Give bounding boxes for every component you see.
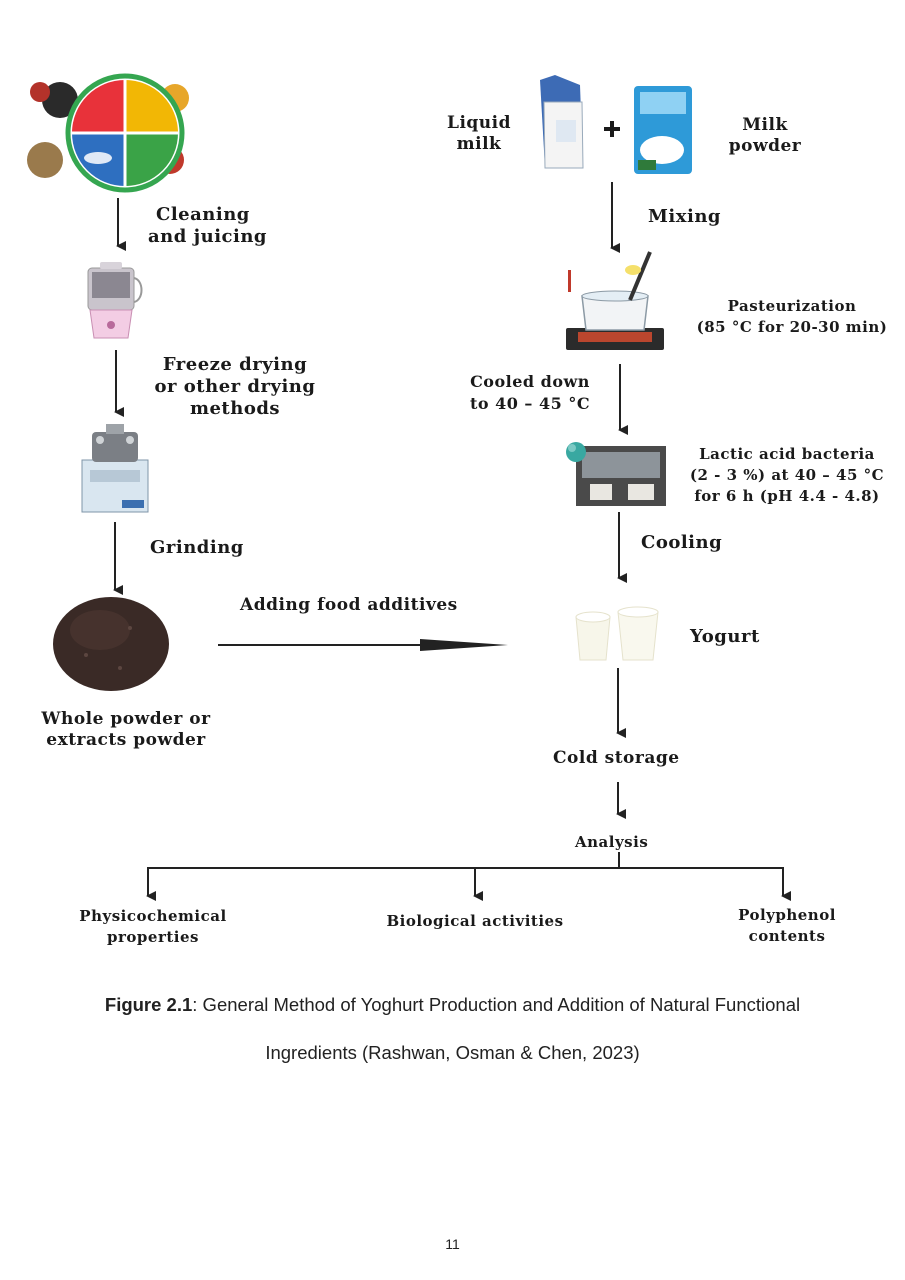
milk-powder-bag-icon — [634, 86, 692, 174]
powder-pile-icon — [53, 597, 169, 691]
blender-icon — [87, 262, 143, 339]
text-line: Cooled down — [470, 372, 590, 391]
outcome-polyphenol-label: Polyphenol contents — [712, 905, 862, 947]
text-line: Mixing — [648, 206, 722, 227]
text-line: Cold storage — [553, 748, 680, 768]
powder-product-label: Whole powder or extracts powder — [26, 709, 226, 751]
plus-sign — [604, 121, 620, 137]
text-line: extracts powder — [46, 730, 206, 750]
text-line: Lactic acid bacteria — [699, 445, 875, 463]
food-plate-icon — [27, 73, 189, 193]
text-line: Yogurt — [690, 626, 760, 647]
text-line: milk — [456, 134, 502, 154]
text-line: Biological activities — [386, 912, 564, 930]
outcome-physicochemical-label: Physicochemical properties — [48, 906, 258, 948]
text-line: Physicochemical — [79, 907, 227, 925]
step-cooling-label: Cooling — [641, 532, 722, 554]
text-line: methods — [189, 398, 281, 419]
yogurt-cups-icon — [575, 606, 659, 661]
text-line: Cooling — [641, 532, 723, 553]
text-line: powder — [728, 136, 802, 156]
text-line: Pasteurization — [727, 297, 857, 315]
text-line: properties — [107, 928, 199, 946]
text-line: Polyphenol — [738, 906, 836, 924]
pasteurization-icon — [566, 251, 664, 350]
text-line: Milk — [742, 115, 788, 135]
text-line: (85 °C for 20-30 min) — [696, 318, 888, 336]
figure-caption: Figure 2.1: General Method of Yoghurt Pr… — [0, 994, 905, 1016]
yogurt-label: Yogurt — [690, 626, 760, 648]
adding-additives-label: Adding food additives — [240, 595, 458, 616]
cold-storage-label: Cold storage — [553, 748, 680, 769]
text-line: and juicing — [148, 226, 268, 247]
text-line: Whole powder or — [41, 709, 211, 729]
text-line: Liquid — [446, 113, 511, 133]
text-line: (2 - 3 %) at 40 – 45 °C — [689, 466, 885, 484]
step-freeze-drying-label: Freeze drying or other drying methods — [140, 354, 330, 420]
text-line: Freeze drying — [162, 354, 308, 375]
step-pasteurization-label: Pasteurization (85 °C for 20-30 min) — [690, 296, 894, 338]
figure-caption-line1: : General Method of Yoghurt Production a… — [192, 994, 801, 1015]
text-line: Grinding — [150, 537, 244, 558]
milk-powder-label: Milk powder — [715, 115, 815, 157]
step-grinding-label: Grinding — [150, 537, 244, 559]
milk-carton-icon — [540, 75, 584, 169]
figure-caption-continued: Ingredients (Rashwan, Osman & Chen, 2023… — [0, 1042, 905, 1064]
text-line: or other drying — [154, 376, 316, 397]
analysis-branch-connector — [146, 852, 791, 901]
page-number: 11 — [445, 1236, 460, 1252]
freeze-dryer-icon — [81, 424, 149, 513]
step-lactic-bacteria-label: Lactic acid bacteria (2 - 3 %) at 40 – 4… — [682, 444, 892, 507]
text-line: to 40 – 45 °C — [469, 394, 591, 413]
arrow-powder-to-yogurt — [218, 639, 508, 651]
text-line: contents — [748, 927, 826, 945]
text-line: Cleaning — [156, 204, 250, 225]
step-cleaning-label: Cleaning and juicing — [148, 204, 267, 248]
step-cooled-down-label: Cooled down to 40 – 45 °C — [452, 371, 608, 415]
outcome-biological-label: Biological activities — [360, 911, 590, 932]
figure-caption-label: Figure 2.1 — [104, 994, 193, 1015]
text-line: Analysis — [575, 833, 649, 851]
figure-caption-line2: Ingredients (Rashwan, Osman & Chen, 2023… — [265, 1042, 640, 1063]
analysis-label: Analysis — [575, 832, 648, 853]
text-line: for 6 h (pH 4.4 - 4.8) — [694, 487, 880, 505]
step-mixing-label: Mixing — [648, 206, 721, 228]
fermentation-tank-icon — [566, 442, 666, 506]
liquid-milk-label: Liquid milk — [434, 113, 524, 155]
text-line: Adding food additives — [240, 595, 458, 615]
